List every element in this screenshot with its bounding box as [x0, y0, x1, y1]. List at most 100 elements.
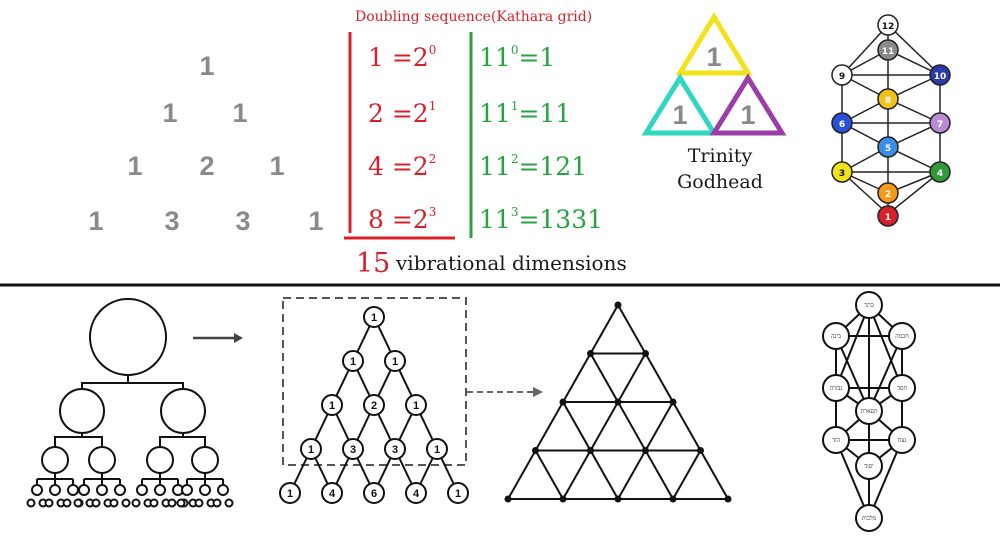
- hebrew-sefira-label: הוד: [832, 437, 840, 444]
- tree-leaf-node: [194, 498, 204, 508]
- tree-leaf-node: [26, 498, 36, 508]
- tree-leaf-node: [91, 498, 101, 508]
- doubling-row-2: 4 =22: [368, 152, 436, 181]
- sefira-number: 8: [885, 96, 891, 106]
- tree-leaf-node: [181, 484, 193, 496]
- pascal-cell: 1: [308, 206, 323, 236]
- pascal-node: 1: [279, 482, 301, 504]
- doubling-row-1: 2 =21: [368, 99, 436, 128]
- doubling-title: Doubling sequence(Kathara grid): [355, 9, 592, 25]
- doubling-value: 1 =2: [368, 43, 429, 72]
- sefira-number: 6: [839, 120, 845, 130]
- sefira-node-8: 8: [877, 88, 899, 110]
- power-row-1: 111=11: [479, 99, 571, 128]
- grid-vertex: [614, 495, 622, 503]
- grid-vertex: [697, 447, 704, 454]
- sefira-number: 2: [885, 190, 891, 200]
- tree-level2-node: [160, 388, 206, 434]
- grid-vertex: [559, 495, 567, 503]
- pascal-cell: 1: [269, 151, 284, 181]
- grid-vertex: [559, 398, 567, 406]
- trinity-label: Trinity: [688, 145, 753, 167]
- grid-vertex: [669, 495, 677, 503]
- hebrew-sefira-label: גבורה: [830, 385, 843, 392]
- sefira-number: 1: [885, 213, 891, 223]
- hebrew-sefira-label: בינה: [831, 333, 841, 340]
- colored-sefirot-tree: 12 11 10 9 8 7 6 5 4 3 2 1: [831, 14, 951, 227]
- hebrew-sefira-node: בינה: [822, 322, 850, 350]
- doubling-row-0: 1 =20: [368, 43, 436, 72]
- tree-leaf-node: [78, 484, 90, 496]
- sefira-number: 7: [937, 120, 943, 130]
- sefira-node-10: 10: [929, 64, 951, 86]
- hebrew-sefira-node: חסד: [888, 374, 916, 402]
- trinity-top-triangle: [675, 12, 753, 76]
- grid-vertex: [669, 398, 677, 406]
- tree-leaf-node: [114, 484, 126, 496]
- tree-leaf-node: [224, 498, 234, 508]
- grid-vertex: [614, 398, 622, 406]
- pascal-cell: 3: [235, 206, 250, 236]
- hebrew-sefira-label: מלכות: [862, 515, 877, 522]
- pascal-node: 4: [321, 482, 343, 504]
- sefira-number: 3: [839, 169, 845, 179]
- tree-leaf-node: [154, 484, 166, 496]
- pascal-node: 1: [426, 438, 448, 460]
- power-result: =121: [518, 152, 587, 181]
- pascal-node: 3: [384, 438, 406, 460]
- power-exponent: 1: [511, 99, 519, 113]
- pascal-node: 1: [342, 350, 364, 372]
- doubling-exponent: 1: [429, 99, 437, 113]
- tree-leaf-layer: [26, 473, 234, 508]
- pascal-node: 3: [342, 438, 364, 460]
- hebrew-sefira-node: הוד: [822, 426, 850, 454]
- pascal-cell: 2: [199, 151, 214, 181]
- hebrew-sefira-label: יסוד: [864, 463, 874, 470]
- tree-level3-node: [191, 446, 219, 474]
- doubling-exponent: 2: [429, 152, 437, 166]
- sefira-node-5: 5: [877, 136, 899, 158]
- tree-leaf-node: [96, 484, 108, 496]
- pascal-node: 1: [405, 394, 427, 416]
- hebrew-sefira-label: כתר: [864, 302, 874, 309]
- hebrew-sefira-node: תפארת: [855, 397, 883, 425]
- doubling-exponent: 3: [429, 205, 437, 219]
- power-base: 11: [479, 205, 511, 234]
- power-row-3: 113=1331: [479, 205, 603, 234]
- hebrew-sefira-node: חכמה: [888, 322, 916, 350]
- hebrew-sefira-label: תפארת: [860, 408, 877, 415]
- power-exponent: 3: [511, 205, 519, 219]
- grid-line: [672, 450, 702, 500]
- tree-leaf-node: [199, 484, 211, 496]
- total-label: vibrational dimensions: [395, 251, 627, 275]
- power-base: 11: [479, 43, 511, 72]
- doubling-value: 4 =2: [368, 152, 429, 181]
- power-row-2: 112=121: [479, 152, 587, 181]
- hebrew-sefira-node: מלכות: [855, 504, 883, 532]
- hebrew-sefira-label: חסד: [897, 385, 907, 392]
- hebrew-tree-of-life: כתר חכמה בינה חסד גבורה תפארת נצח הוד יס…: [822, 291, 916, 532]
- tree-leaf-node: [176, 498, 186, 508]
- grid-vertex: [642, 447, 649, 454]
- pascal-node-value: 1: [329, 400, 335, 412]
- power-result: =1331: [518, 205, 603, 234]
- pascal-cell: 1: [232, 98, 247, 128]
- sefira-node-7: 7: [929, 112, 951, 134]
- tree-leaf-node: [49, 484, 61, 496]
- pascal-node-value: 1: [350, 356, 356, 368]
- tree-root-node: [89, 298, 167, 376]
- power-exponent: 2: [511, 152, 519, 166]
- doubling-exponent: 0: [429, 43, 437, 57]
- pascal-node-value: 1: [413, 400, 419, 412]
- pascal-cell: 1: [127, 151, 142, 181]
- tree-leaf-node: [212, 498, 222, 508]
- sefira-node-11: 11: [877, 39, 899, 61]
- pascal-node-value: 1: [287, 488, 293, 500]
- trinity-left-triangle: [641, 73, 719, 136]
- hebrew-sefira-node: נצח: [888, 426, 916, 454]
- pascal-node-value: 4: [413, 488, 420, 500]
- trinity-value: 1: [672, 100, 687, 130]
- sefira-node-1: 1: [877, 205, 899, 227]
